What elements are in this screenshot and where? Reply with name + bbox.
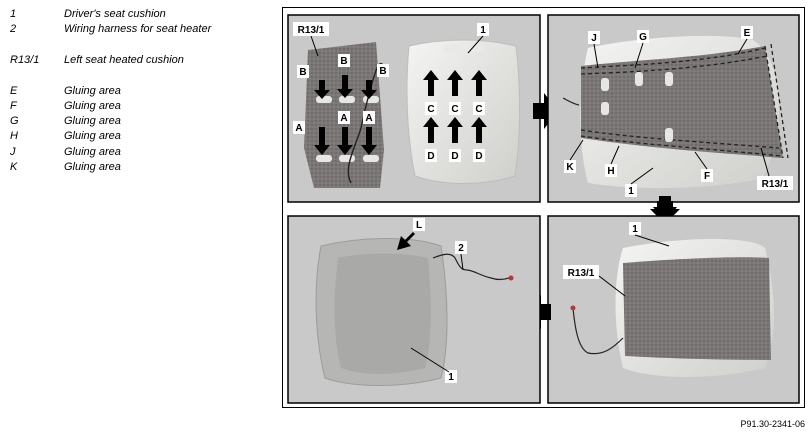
- legend-code: G: [10, 115, 19, 127]
- callout-1: 1: [628, 186, 634, 197]
- diagram-svg: R13/1 B B B A A A 1 C C C D D D: [287, 14, 800, 404]
- legend-code: R13/1: [10, 54, 40, 66]
- callout-2: 2: [458, 243, 464, 254]
- heating-mat: [623, 257, 771, 360]
- callout-b: B: [299, 67, 306, 78]
- legend-code: H: [10, 130, 18, 142]
- mat-slots: [316, 96, 379, 162]
- diagram-frame: R13/1 B B B A A A 1 C C C D D D: [282, 7, 805, 408]
- callout-c: C: [475, 104, 482, 115]
- callout-r13-1: R13/1: [568, 268, 595, 279]
- legend-code: K: [10, 161, 18, 173]
- legend-text: Gluing area: [64, 115, 121, 127]
- callout-g: G: [639, 32, 647, 43]
- callout-1: 1: [480, 25, 486, 36]
- panel-step-2: J G E K H 1 F R13/1: [547, 14, 800, 203]
- callout-b: B: [340, 56, 347, 67]
- legend-code: 2: [10, 23, 17, 35]
- callout-e: E: [744, 28, 751, 39]
- legend-text: Gluing area: [64, 146, 121, 158]
- legend-text: Gluing area: [64, 130, 121, 142]
- callout-h: H: [607, 166, 614, 177]
- seat-cushion-outline: [406, 39, 521, 184]
- legend-text: Driver's seat cushion: [64, 8, 166, 20]
- callout-c: C: [451, 104, 458, 115]
- callout-d: D: [427, 151, 434, 162]
- panel-step-1: R13/1 B B B A A A 1 C C C D D D: [287, 14, 541, 203]
- callout-a: A: [295, 123, 302, 134]
- heater-wire: [572, 307, 624, 355]
- callout-1: 1: [632, 224, 638, 235]
- callout-a: A: [365, 113, 372, 124]
- panel-step-3: 1 R13/1: [547, 215, 800, 404]
- legend-code: 1: [10, 8, 17, 20]
- legend-text: Left seat heated cushion: [64, 54, 184, 66]
- callout-c: C: [427, 104, 434, 115]
- callout-k: K: [566, 162, 574, 173]
- panel-step-4: L 2 1: [287, 215, 541, 404]
- callout-r13-1: R13/1: [298, 25, 325, 36]
- callout-a: A: [340, 113, 347, 124]
- arrows-c: [423, 70, 487, 96]
- callout-l: L: [416, 220, 422, 231]
- arrows-a: [314, 127, 377, 155]
- legend-text: Wiring harness for seat heater: [64, 23, 212, 35]
- callout-r13-1: R13/1: [762, 179, 789, 190]
- callout-1: 1: [448, 372, 454, 383]
- legend-text: Gluing area: [64, 85, 121, 97]
- wiring-harness: [432, 253, 510, 281]
- callout-f: F: [704, 171, 710, 182]
- legend-code: J: [10, 146, 16, 158]
- cushion-notch: [443, 44, 483, 52]
- callout-d: D: [451, 151, 458, 162]
- legend-code: F: [10, 100, 17, 112]
- mat-slots: [601, 72, 673, 142]
- legend-text: Gluing area: [64, 100, 121, 112]
- legend-text: Gluing area: [64, 161, 121, 173]
- wire-connector: [508, 275, 514, 281]
- figure-id: P91.30-2341-06: [740, 419, 805, 429]
- arrow-l: [397, 232, 415, 250]
- callout-d: D: [475, 151, 482, 162]
- callout-b: B: [379, 66, 386, 77]
- heater-wire: [562, 97, 580, 106]
- wire-connector: [570, 305, 576, 311]
- heating-mat: [581, 46, 783, 158]
- cushion-inner: [334, 253, 431, 374]
- gluing-lines: [580, 43, 789, 159]
- arrows-d: [423, 117, 487, 143]
- legend-code: E: [10, 85, 18, 97]
- flow-arrow-right: [533, 93, 558, 129]
- callout-j: J: [591, 33, 597, 44]
- arrows-b: [314, 75, 377, 99]
